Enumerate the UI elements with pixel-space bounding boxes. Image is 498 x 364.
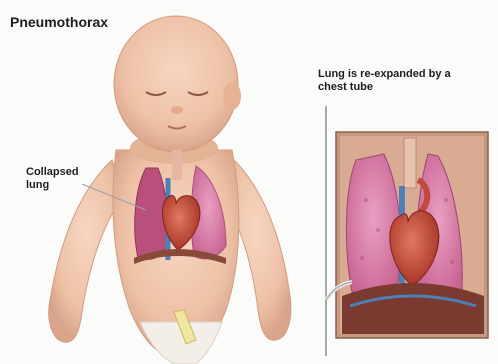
reexpanded-label-line1: Lung is re-expanded by a: [318, 68, 496, 81]
reexpanded-label-line2: chest tube: [318, 81, 496, 94]
trachea: [172, 150, 182, 180]
title-label: Pneumothorax: [10, 14, 108, 30]
collapsed-lung-label-line2: lung: [26, 179, 96, 192]
nose: [171, 106, 183, 114]
inset-diaphragm: [342, 283, 484, 334]
ear: [223, 82, 241, 110]
collapsed-lung-label: Collapsed lung: [26, 166, 96, 191]
inset-panel: [326, 132, 488, 338]
inset-trachea: [404, 138, 416, 188]
reexpanded-lung-label: Lung is re-expanded by a chest tube: [318, 68, 496, 93]
collapsed-lung-label-line1: Collapsed: [26, 166, 96, 179]
head: [114, 16, 238, 152]
